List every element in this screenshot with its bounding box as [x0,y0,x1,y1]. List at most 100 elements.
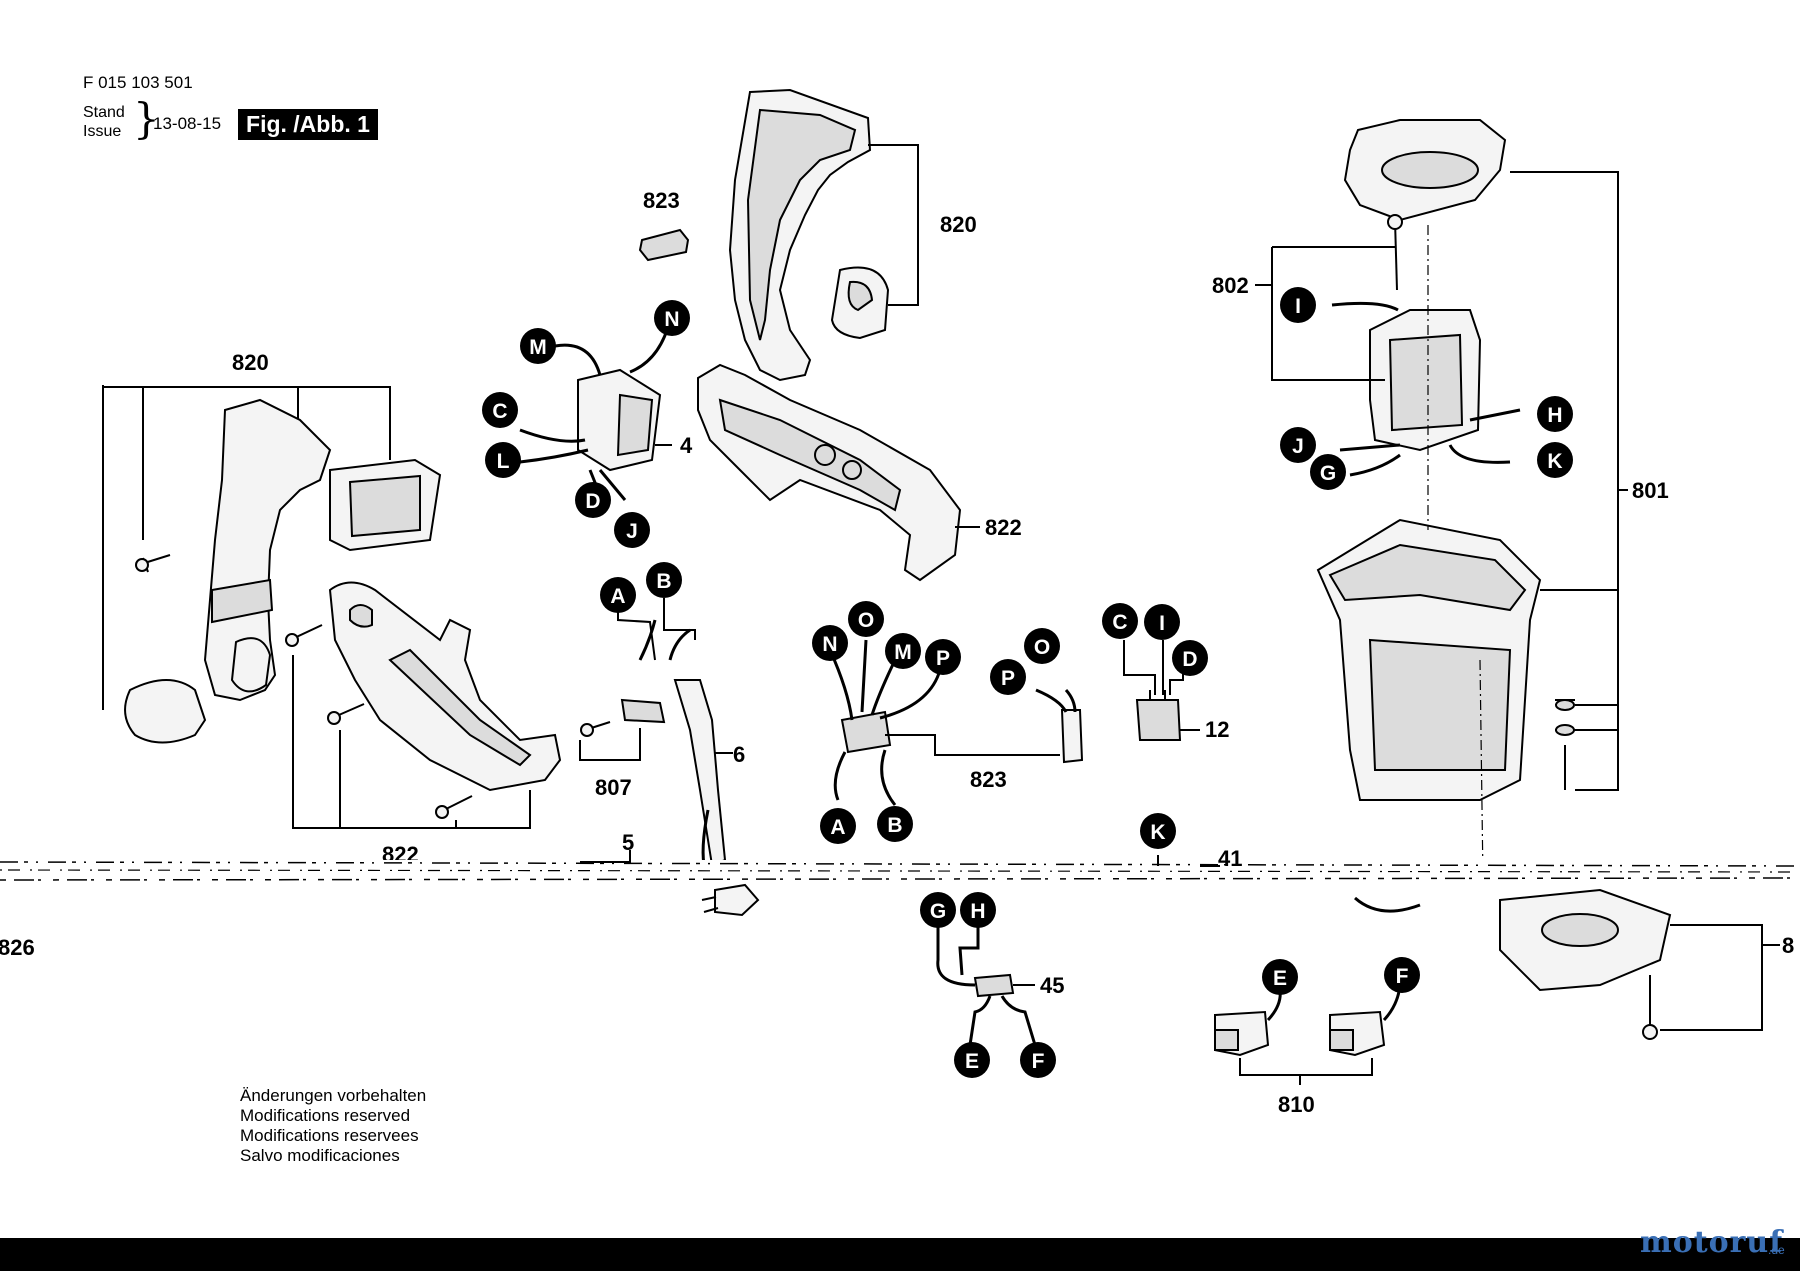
callout-B-cord: B [646,562,682,598]
part-number-base-cut: 8 [1782,933,1794,958]
callout-O-right: O [1024,628,1060,664]
footer-bar [0,1238,1800,1271]
callout-G-bottom: G [920,892,956,928]
svg-text:N: N [822,633,837,656]
callout-P-right: P [990,659,1026,695]
washer-2 [1555,724,1575,736]
svg-text:D: D [585,490,600,513]
callout-F-left: F [1020,1042,1056,1078]
issue-date: 13-08-15 [153,114,222,133]
part-number-802: 802 [1212,273,1249,298]
leader-807 [579,728,641,761]
part-number-810: 810 [1278,1092,1315,1117]
part-number-4: 4 [680,433,693,458]
leader-822-bottom [292,655,531,829]
leader-820-top [868,144,919,306]
callout-H-motor: H [1537,396,1573,432]
part-number-823-mid: 823 [970,767,1007,792]
cord-wires [638,619,691,661]
leader-810 [1239,1058,1373,1085]
svg-text:P: P [936,647,950,670]
note-es: Salvo modificaciones [240,1146,400,1165]
svg-text:A: A [610,585,625,608]
washer-1 [1555,699,1575,711]
screw-head-822-a [285,633,299,647]
screw-head-807 [580,723,594,737]
part-number-45: 45 [1040,973,1064,998]
cord-clamp-807 [620,698,666,724]
callout-A-cord: A [600,577,636,613]
part-number-12: 12 [1205,717,1229,742]
figure-label-badge: Fig. /Abb. 1 [238,109,378,140]
motor-housing-801 [1316,518,1542,801]
callout-I-right: I [1144,604,1180,640]
screw-head-802 [1387,214,1403,230]
svg-text:B: B [887,814,902,837]
svg-text:F: F [1396,965,1409,988]
base-wire [1354,896,1421,913]
svg-text:I: I [1159,612,1165,635]
capacitor-12 [1135,699,1182,741]
callout-L: L [485,442,521,478]
part-number-823-top: 823 [643,188,680,213]
callout-H-bottom: H [960,892,996,928]
callout-N-mid: N [812,625,848,661]
motor-cover [1343,119,1507,222]
callout-C-left: C [482,392,518,428]
callout-G-motor: G [1310,454,1346,490]
svg-text:E: E [965,1050,979,1073]
callout-M-top: M [520,328,556,364]
screw-head-base [1642,1024,1658,1040]
connector-810-a-plug [1214,1029,1239,1051]
leader-823-mid [885,734,1060,756]
suppressor-wires [1035,688,1077,713]
svg-text:G: G [930,900,946,923]
callout-N-top: N [654,300,690,336]
svg-text:L: L [497,450,510,473]
screw-head-822-b [327,711,341,725]
part-number-41: 41 [1218,846,1242,871]
callout-M-mid: M [885,633,921,669]
svg-text:C: C [492,400,507,423]
note-fr: Modifications reservees [240,1126,419,1145]
svg-text:G: G [1320,462,1336,485]
callout-J-left: J [614,512,650,548]
callout-F-right: F [1384,957,1420,993]
svg-text:D: D [1182,648,1197,671]
callout-B-mid: B [877,806,913,842]
svg-text:C: C [1112,611,1127,634]
svg-text:K: K [1150,821,1165,844]
svg-text:J: J [1292,435,1304,458]
callout-K-motor: K [1537,442,1573,478]
part-number-822-right: 822 [985,515,1022,540]
leader-5 [580,850,631,863]
svg-text:O: O [858,609,874,632]
coil-wires [1331,301,1521,477]
leader-base [1660,924,1780,1031]
part-number-801: 801 [1632,478,1669,503]
svg-text:E: E [1273,967,1287,990]
watermark-logo: motoruf [1640,1225,1784,1260]
note-en: Modifications reserved [240,1106,411,1125]
torn-edge-mid [0,869,1800,873]
svg-text:B: B [656,570,671,593]
svg-text:N: N [664,308,679,331]
callout-C-right: C [1102,603,1138,639]
callout-I-motor: I [1280,287,1316,323]
connector-810-b-plug [1329,1029,1354,1051]
torn-edge-top [0,861,1800,867]
svg-text:J: J [626,520,638,543]
part-number-5: 5 [622,830,634,855]
leader-820-left [102,385,391,710]
leader-41 [1157,855,1220,867]
svg-text:A: A [830,816,845,839]
callout-A-mid: A [820,808,856,844]
part-number-820-left: 820 [232,350,269,375]
leader-801 [1510,171,1628,791]
screw-802 [1394,219,1398,291]
connector-45 [973,973,1015,998]
callout-J-motor: J [1280,427,1316,463]
part-number-6: 6 [733,742,745,767]
svg-text:M: M [894,641,912,664]
